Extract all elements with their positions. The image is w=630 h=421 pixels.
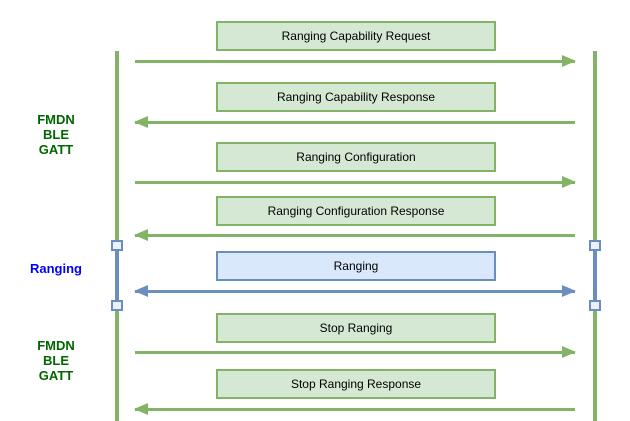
lifeline-right-green-bottom-segment: [593, 311, 597, 421]
phase-label-ranging: Ranging: [30, 261, 82, 276]
message-arrow-ranging-capability-response: [134, 116, 575, 128]
message-arrow-ranging-configuration: [135, 176, 576, 188]
message-arrow-ranging-capability-request: [135, 55, 576, 67]
lifeline-right-green-top-segment: [593, 51, 597, 240]
lifeline-left-blue-segment: [115, 251, 119, 300]
message-arrow-stop-ranging: [135, 346, 576, 358]
phase-label-fmdn-ble-gatt-bottom: FMDN BLE GATT: [37, 338, 75, 383]
arrowhead-right-icon: [562, 176, 576, 188]
message-box-ranging: Ranging: [216, 251, 496, 281]
message-arrow-ranging-configuration-response: [134, 229, 575, 241]
message-box-stop-ranging: Stop Ranging: [216, 313, 496, 343]
lifeline-left-green-top-segment: [115, 51, 119, 240]
message-box-ranging-configuration-response: Ranging Configuration Response: [216, 196, 496, 226]
lifeline-left-endpoint-square-top: [111, 240, 123, 251]
lifeline-right-endpoint-square-bottom: [589, 300, 601, 311]
lifeline-right-endpoint-square-top: [589, 240, 601, 251]
arrowhead-left-icon: [134, 285, 148, 297]
message-box-ranging-capability-request: Ranging Capability Request: [216, 21, 496, 51]
arrowhead-left-icon: [134, 403, 148, 415]
lifeline-left-endpoint-square-bottom: [111, 300, 123, 311]
message-box-ranging-capability-response: Ranging Capability Response: [216, 82, 496, 112]
arrowhead-left-icon: [134, 116, 148, 128]
message-arrow-stop-ranging-response: [134, 403, 575, 415]
message-box-ranging-configuration: Ranging Configuration: [216, 142, 496, 172]
arrowhead-right-icon: [562, 55, 576, 67]
arrowhead-right-icon: [562, 346, 576, 358]
lifeline-right-blue-segment: [593, 251, 597, 300]
lifeline-left-green-bottom-segment: [115, 311, 119, 421]
arrowhead-left-icon: [134, 229, 148, 241]
message-arrow-ranging-bidirectional: [134, 285, 576, 297]
message-box-stop-ranging-response: Stop Ranging Response: [216, 369, 496, 399]
phase-label-fmdn-ble-gatt-top: FMDN BLE GATT: [37, 112, 75, 157]
arrowhead-right-icon: [562, 285, 576, 297]
